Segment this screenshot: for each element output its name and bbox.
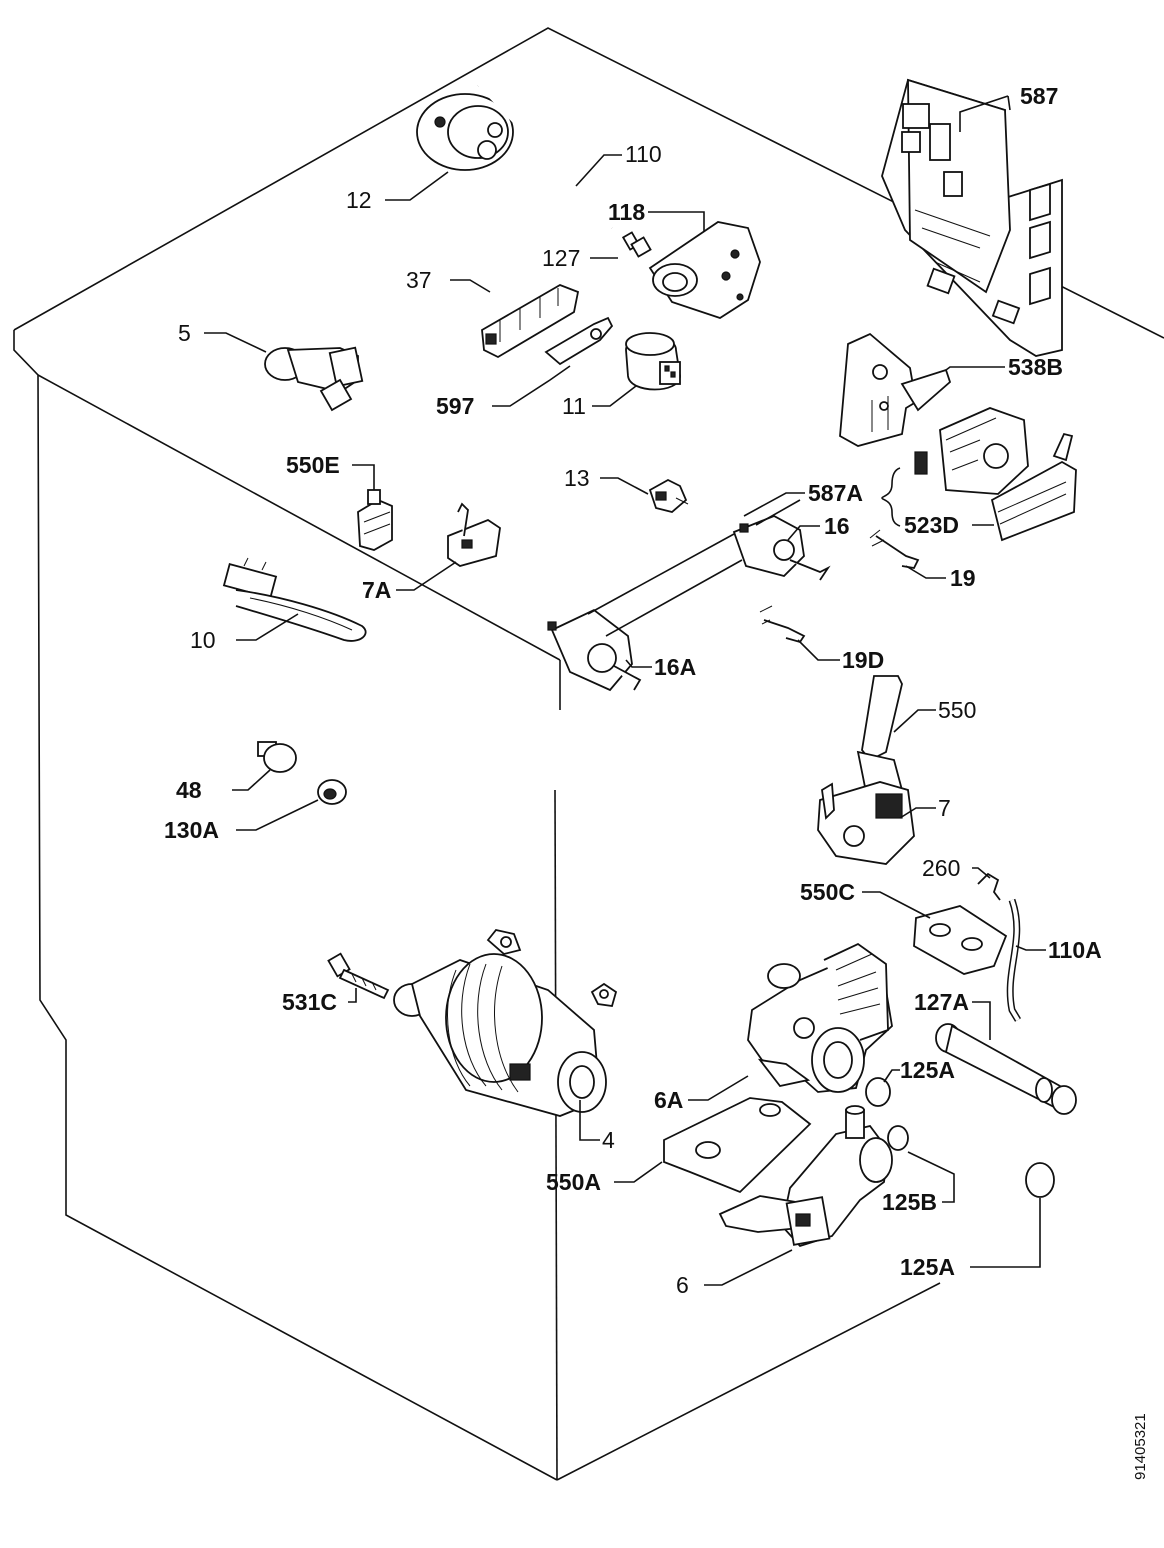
label-4: 4 [602,1127,615,1153]
part-37-terminal-block [481,284,580,359]
label-6a: 6A [654,1087,683,1113]
label-7a: 7A [362,577,391,603]
label-19d: 19D [842,647,884,673]
part-523d-timer [914,407,1077,542]
label-587: 587 [1020,83,1058,109]
part-531c-screw [327,952,390,1000]
part-6-drain-pump [718,1105,893,1248]
part-19d-wire [759,605,806,644]
label-10: 10 [190,627,216,653]
label-13: 13 [564,465,590,491]
part-118-bracket [648,221,761,319]
part-550e-switch [357,489,393,551]
part-labels: 587 110 12 118 127 37 5 597 11 538B 550E… [164,83,1102,1298]
part-125a-seal-top [865,1077,891,1107]
label-37: 37 [406,267,432,293]
label-110a: 110A [1048,937,1102,963]
label-550: 550 [938,697,976,723]
label-125a-top: 125A [900,1057,955,1083]
part-125b-seal [887,1125,909,1151]
part-110a-hose [1006,898,1022,1022]
part-127-connector [621,231,652,258]
part-7-door-lock [817,675,915,865]
label-125a-bottom: 125A [900,1254,955,1280]
part-127a-hose [935,1023,1077,1115]
part-550a-cover [663,1097,812,1194]
label-6: 6 [676,1272,689,1298]
label-550a: 550A [546,1169,601,1195]
label-19: 19 [950,565,976,591]
part-16a-switch [547,608,642,692]
label-538b: 538B [1008,354,1063,380]
document-id: 91405321 [1132,1413,1149,1480]
part-19-sensor [869,529,920,569]
label-260: 260 [922,855,960,881]
part-5-valve [264,346,364,412]
part-7a-microswitch [447,502,501,567]
part-125a-seal-bottom [1025,1162,1055,1198]
label-16a: 16A [654,654,696,680]
label-597: 597 [436,393,474,419]
label-531c: 531C [282,989,337,1015]
label-125b: 125B [882,1189,937,1215]
label-130a: 130A [164,817,219,843]
part-12-pressure-switch [416,80,613,230]
label-110: 110 [625,141,662,167]
part-130a-nut [317,779,347,805]
part-538b-bracket [839,332,952,447]
label-11: 11 [562,393,586,419]
part-13-connector [648,478,689,513]
part-4-motor [393,928,618,1117]
label-7: 7 [938,795,951,821]
label-523d: 523D [904,512,959,538]
label-550c: 550C [800,879,855,905]
part-16-door-switch [732,515,831,581]
part-48-indicator [257,741,297,773]
label-16: 16 [824,513,850,539]
part-597-clip [544,316,614,366]
part-587-control-board [881,78,1063,357]
label-127a: 127A [914,989,969,1015]
label-127: 127 [542,245,580,271]
label-48: 48 [176,777,202,803]
label-5: 5 [178,320,191,346]
label-587a: 587A [808,480,863,506]
part-10-heater [222,557,367,642]
part-550c-cover [913,905,1008,975]
label-118: 118 [608,199,645,225]
part-11-capacitor [625,332,681,391]
leader-lines [204,95,1046,1286]
label-550e: 550E [286,452,340,478]
part-260-spring [977,872,1001,901]
label-12: 12 [346,187,372,213]
part-6a-pump [747,942,893,1093]
